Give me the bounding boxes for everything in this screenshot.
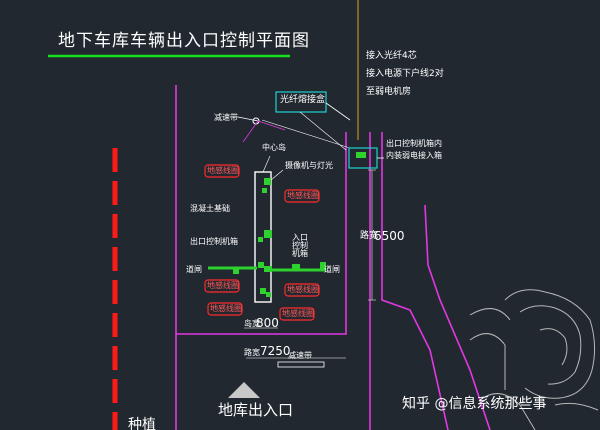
dim-6500-value: 6500 (374, 229, 405, 243)
dim-7250-value: 7250 (260, 344, 291, 358)
fiber-box-leader (325, 102, 351, 121)
watermark: 知乎 @信息系统那些事 (402, 396, 547, 412)
road-outline-far (424, 204, 491, 430)
loop-ovals (204, 164, 320, 321)
spike-line-top (237, 116, 259, 122)
dim-300-prefix: 岛宽 (244, 319, 260, 328)
fiber-leader-2 (261, 119, 351, 149)
loop-label-2: 地感线圈 (287, 191, 319, 200)
note-concrete: 混凝土基础 (190, 204, 230, 213)
note-power-2: 接入电源下户线2对 (366, 69, 444, 79)
note-fiber-box: 光纤熔接盒 (280, 95, 326, 105)
bump-bottom (277, 361, 325, 368)
note-center-island: 中心岛 (262, 143, 286, 152)
dim-7250-prefix: 路宽 (244, 348, 260, 357)
note-power-1: 接入光纤4芯 (366, 51, 417, 61)
note-control-box-2: 内装弱电接入箱 (386, 151, 442, 160)
note-spike: 减速带 (214, 113, 238, 122)
fiber-leader-3 (299, 111, 347, 151)
spike-leader-2 (257, 120, 286, 131)
entry-arrow-icon (228, 382, 260, 398)
bottom-label: 种植 (128, 417, 156, 430)
road-outline-left (175, 85, 347, 335)
loop-label-3: 地感线圈 (207, 281, 239, 290)
green-equipment (233, 178, 326, 297)
page-title: 地下车库车辆出入口控制平面图 (58, 31, 310, 51)
fiber-box-outline (275, 91, 327, 113)
road-outline-right (381, 132, 449, 430)
leader-center (262, 155, 271, 173)
note-entry-control: 入口控制机箱 (292, 233, 308, 258)
spike-leader (242, 120, 259, 143)
note-gate-left: 道闸 (186, 265, 202, 274)
note-gate-right: 道闸 (324, 265, 340, 274)
loop-label-1: 地感线圈 (207, 166, 239, 175)
note-camera-light: 摄像机与灯光 (285, 161, 333, 170)
note-bump-bottom: 减速带 (288, 351, 312, 360)
loop-label-4: 地感线圈 (287, 285, 319, 294)
building-outline (469, 289, 599, 430)
control-box-inner (356, 152, 366, 158)
loop-label-5: 地感线圈 (210, 304, 242, 313)
leader-camera (270, 169, 284, 181)
note-exit-control: 出口控制机箱 (190, 237, 238, 246)
note-control-box-1: 出口控制机箱内 (386, 139, 442, 148)
dim-6500-prefix: 路宽 (360, 231, 379, 241)
loop-label-6: 地感线圈 (282, 309, 314, 318)
entry-label: 地库出入口 (218, 401, 294, 419)
note-power-3: 至弱电机房 (366, 87, 412, 97)
dim-300-value: 800 (256, 316, 279, 330)
